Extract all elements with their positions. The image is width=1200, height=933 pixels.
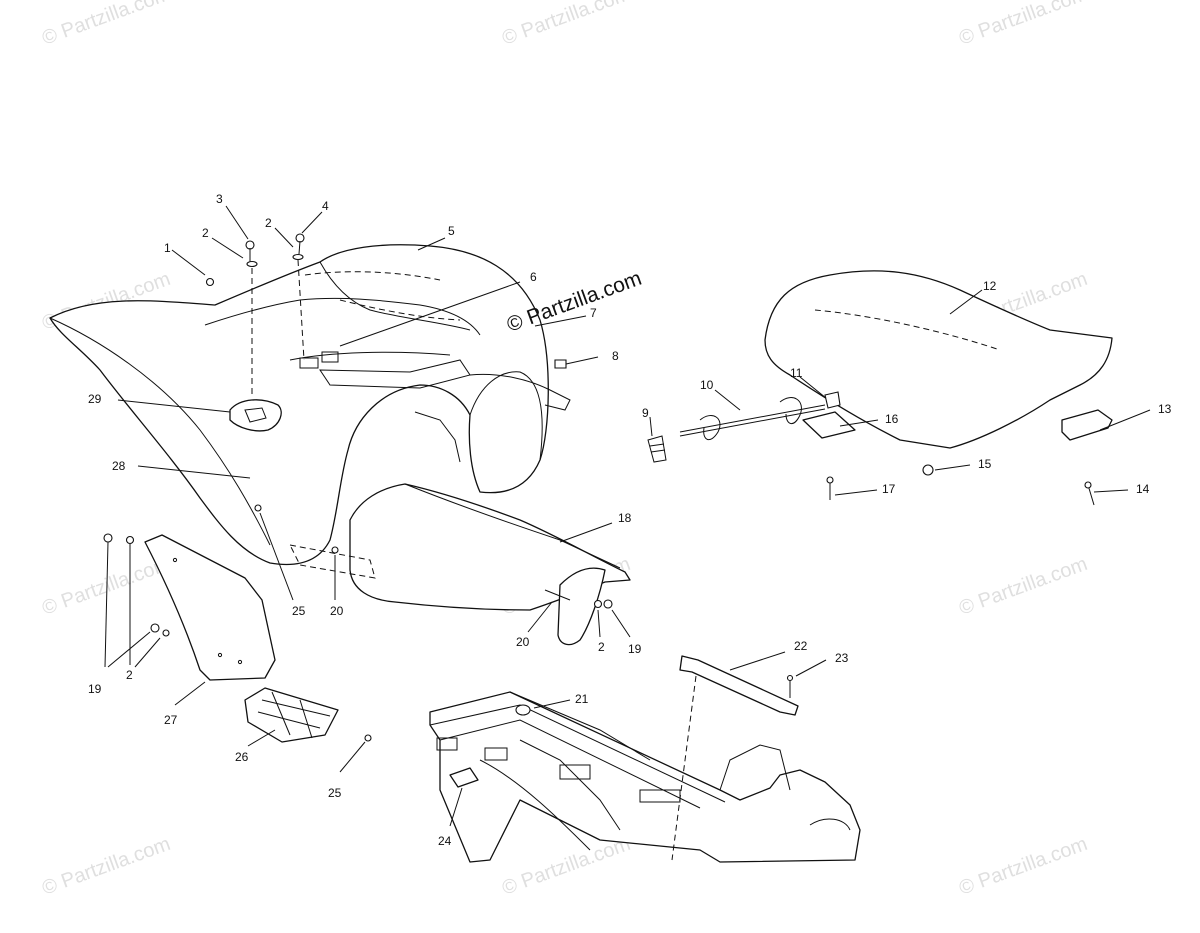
- callout-22: 22: [794, 639, 808, 653]
- callout-8: 8: [612, 349, 619, 363]
- watermark-text: © Partzilla.com: [956, 833, 1090, 900]
- callout-19: 19: [628, 642, 642, 656]
- watermark-text: © Partzilla.com: [39, 0, 173, 50]
- callout-18: 18: [618, 511, 632, 525]
- watermark-text: © Partzilla.com: [956, 553, 1090, 620]
- side-fender: [289, 483, 631, 611]
- rear-fender: [49, 244, 571, 566]
- callout-11: 11: [790, 366, 803, 380]
- callout-3: 3: [216, 192, 223, 206]
- callout-6: 6: [530, 270, 537, 284]
- watermark-text: © Partzilla.com: [39, 833, 173, 900]
- callout-23: 23: [835, 651, 849, 665]
- leader-lines: [104, 205, 1151, 827]
- seat: [764, 270, 1113, 449]
- callout-24: 24: [438, 834, 452, 848]
- callout-28: 28: [112, 459, 126, 473]
- latch-assembly: [647, 391, 856, 463]
- callout-26: 26: [235, 750, 249, 764]
- small-flap: [557, 567, 606, 646]
- callout-16: 16: [885, 412, 899, 426]
- fender-fasteners: [103, 233, 613, 742]
- callout-29: 29: [88, 392, 102, 406]
- callout-13: 13: [1158, 402, 1172, 416]
- watermark-text: © Partzilla.com: [956, 0, 1090, 50]
- callout-15: 15: [978, 457, 992, 471]
- callout-20: 20: [330, 604, 344, 618]
- watermark-text: © Partzilla.com: [499, 0, 633, 50]
- hardware-small: [826, 464, 1095, 506]
- mud-flap: [144, 534, 276, 681]
- callout-labels: 1 2 3 2 4 5 6 7 8 9 10 11 12 13 14 15 16…: [88, 192, 1172, 848]
- callout-19: 19: [88, 682, 102, 696]
- callout-2: 2: [126, 668, 133, 682]
- watermark-text: © Partzilla.com: [499, 833, 633, 900]
- frame: [429, 691, 861, 863]
- callout-4: 4: [322, 199, 329, 213]
- callout-21: 21: [575, 692, 589, 706]
- callout-2: 2: [598, 640, 605, 654]
- callout-25: 25: [292, 604, 306, 618]
- callout-2: 2: [265, 216, 272, 230]
- callout-14: 14: [1136, 482, 1150, 496]
- footrest-bracket: [244, 687, 339, 743]
- callout-10: 10: [700, 378, 714, 392]
- callout-25: 25: [328, 786, 342, 800]
- callout-7: 7: [590, 306, 597, 320]
- callout-17: 17: [882, 482, 896, 496]
- seat-bracket: [1061, 409, 1113, 441]
- callout-27: 27: [164, 713, 178, 727]
- callout-5: 5: [448, 224, 455, 238]
- fender-plate: [229, 399, 282, 432]
- callout-12: 12: [983, 279, 997, 293]
- frame-bracket: [449, 655, 799, 861]
- callout-9: 9: [642, 406, 649, 420]
- callout-20: 20: [516, 635, 530, 649]
- callout-1: 1: [164, 241, 171, 255]
- callout-2: 2: [202, 226, 209, 240]
